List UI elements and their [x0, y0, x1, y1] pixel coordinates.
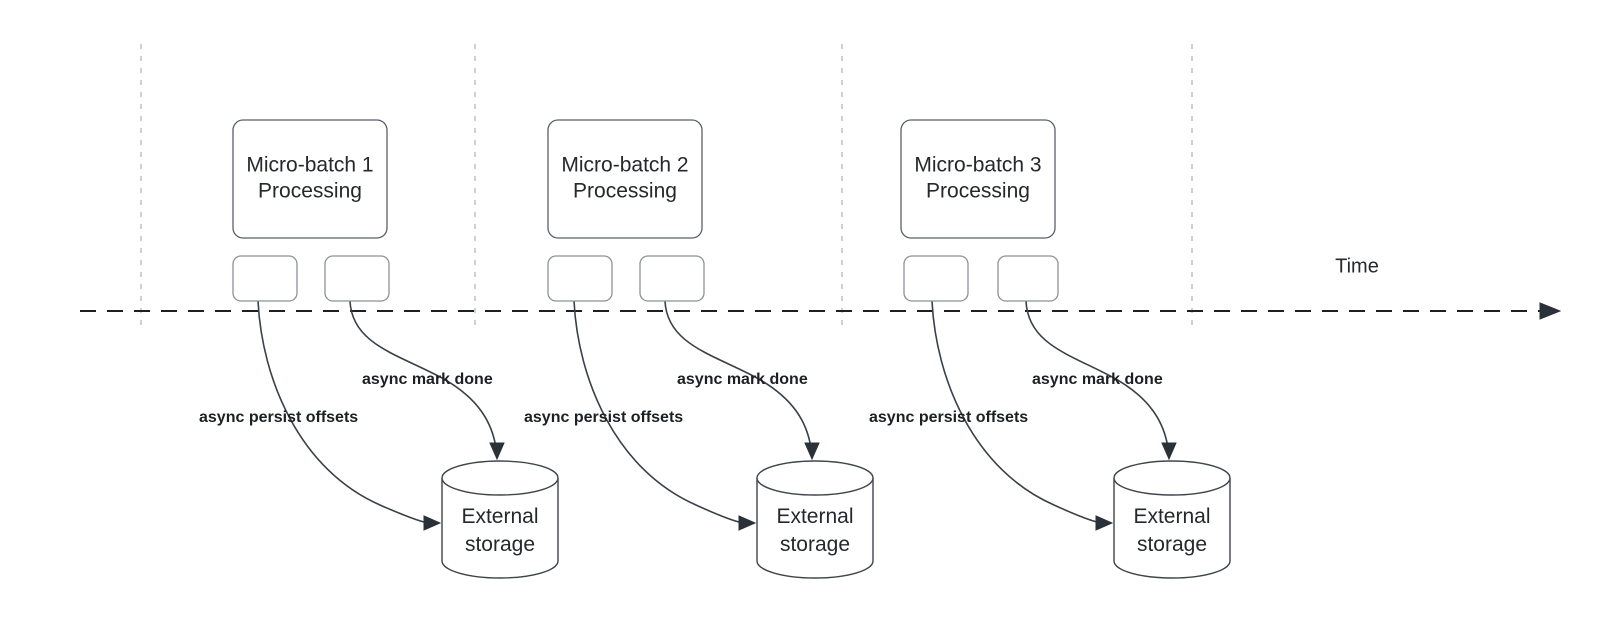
task-box[interactable] [997, 255, 1059, 302]
external-storage-label-line2: storage [1137, 533, 1207, 556]
arrowhead-icon-mark-done-3 [1161, 442, 1177, 461]
external-storage-label-line1: External [461, 505, 538, 528]
arrowhead-icon-mark-done-2 [804, 442, 820, 461]
arrowhead-icon-persist-2 [738, 515, 757, 531]
micro-batch-box-label-line1: Micro-batch 3 [914, 154, 1041, 177]
micro-batch-box-label-line1: Micro-batch 2 [561, 154, 688, 177]
micro-batch-box[interactable] [547, 119, 703, 239]
time-axis-arrowhead-icon [1539, 302, 1562, 320]
edge-label-persist-1: async persist offsets [199, 409, 358, 426]
edge-label-mark-done-3: async mark done [1032, 371, 1163, 388]
micro-batch-box-label-line2: Processing [258, 180, 362, 203]
edge-label-mark-done-2: async mark done [677, 371, 808, 388]
external-storage-label-line1: External [776, 505, 853, 528]
task-box[interactable] [232, 255, 298, 302]
external-storage-label-line2: storage [780, 533, 850, 556]
time-axis [80, 302, 1562, 320]
external-storage-cylinder-top [1113, 460, 1231, 496]
task-box[interactable] [639, 255, 705, 302]
edge-label-persist-2: async persist offsets [524, 409, 683, 426]
micro-batch-box[interactable] [900, 119, 1056, 239]
diagram-labels: Time Micro-batch 1 Processing async persist… [199, 154, 1379, 557]
arrowhead-icon-persist-3 [1095, 515, 1114, 531]
flow-arrow-persist-3 [931, 300, 1102, 524]
diagram-nodes [232, 119, 1231, 579]
edge-label-mark-done-1: async mark done [362, 371, 493, 388]
external-storage-cylinder-top [756, 460, 874, 496]
micro-batch-box-label-line2: Processing [573, 180, 677, 203]
task-box[interactable] [547, 255, 613, 302]
task-box[interactable] [903, 255, 969, 302]
micro-batch-box-label-line2: Processing [926, 180, 1030, 203]
external-storage-cylinder-body[interactable] [441, 478, 559, 579]
external-storage-cylinder-body[interactable] [1113, 478, 1231, 579]
flow-arrow-mark-done-2 [664, 300, 812, 449]
arrowhead-icon-persist-1 [423, 515, 442, 531]
time-axis-label: Time [1335, 255, 1379, 277]
external-storage-cylinder-top [441, 460, 559, 496]
task-box[interactable] [324, 255, 390, 302]
flow-arrow-mark-done-3 [1025, 300, 1169, 449]
arrowhead-icon-mark-done-1 [489, 442, 505, 461]
micro-batch-box[interactable] [232, 119, 388, 239]
external-storage-label-line2: storage [465, 533, 535, 556]
edge-label-persist-3: async persist offsets [869, 409, 1028, 426]
flow-arrow-mark-done-1 [349, 300, 497, 449]
micro-batch-box-label-line1: Micro-batch 1 [246, 154, 373, 177]
flow-arrow-persist-1 [257, 300, 429, 524]
flow-edges [257, 300, 1177, 531]
flow-arrow-persist-2 [573, 300, 744, 524]
external-storage-label-line1: External [1133, 505, 1210, 528]
external-storage-cylinder-body[interactable] [756, 478, 874, 579]
